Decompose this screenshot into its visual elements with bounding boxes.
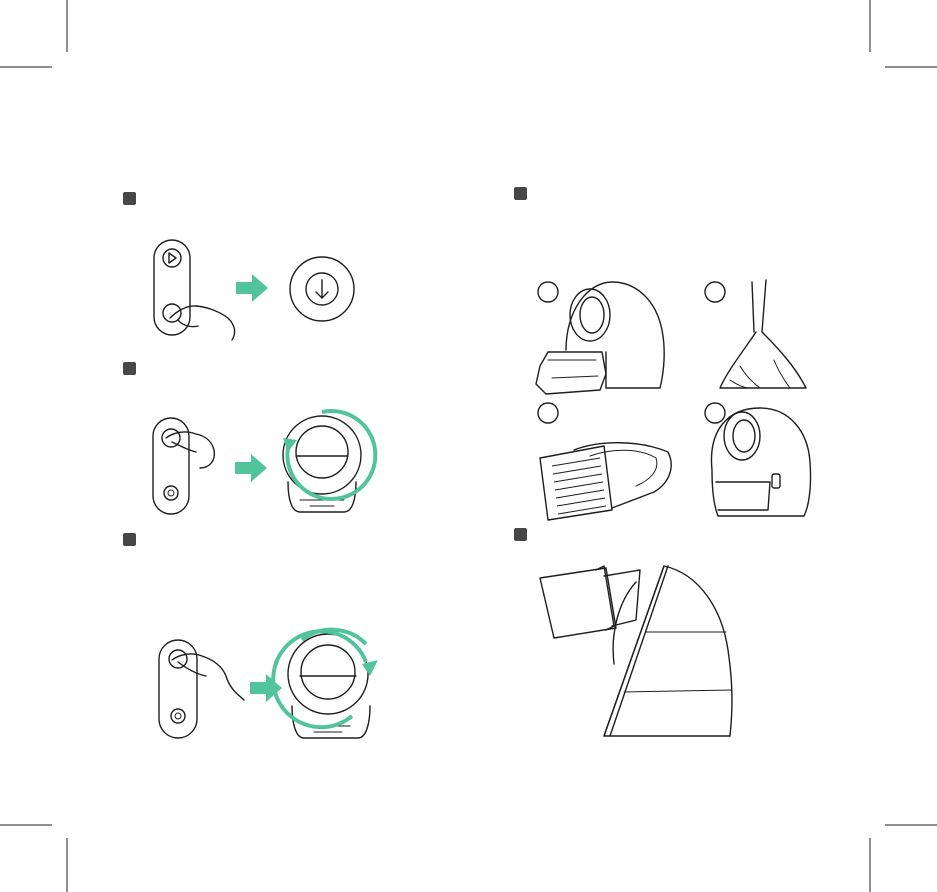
pointing-hand-icon bbox=[170, 306, 235, 340]
step-3-illustration bbox=[159, 630, 378, 738]
step-5-illustration bbox=[540, 566, 732, 736]
arrow-down-circle-icon bbox=[290, 257, 354, 321]
rotation-arrow-head bbox=[283, 438, 297, 452]
sub-step-circle-d bbox=[705, 403, 725, 423]
pointing-hand-icon bbox=[166, 432, 214, 468]
next-arrow bbox=[236, 274, 268, 302]
sub-step-circle-b bbox=[705, 282, 725, 302]
step-1-marker bbox=[123, 192, 136, 205]
litter-box-closed bbox=[711, 408, 810, 516]
step-4-illustration bbox=[536, 280, 811, 520]
gear-icon bbox=[171, 709, 185, 723]
step-2-marker bbox=[123, 362, 136, 375]
play-icon bbox=[163, 249, 181, 267]
next-arrow bbox=[235, 454, 267, 482]
control-panel bbox=[154, 240, 190, 335]
step-1-illustration bbox=[154, 240, 354, 340]
litter-box-side-view bbox=[604, 566, 732, 736]
step-4-marker bbox=[514, 187, 527, 200]
sub-step-circle-a bbox=[538, 282, 558, 302]
step-2-illustration bbox=[153, 411, 375, 514]
waste-bag-icon bbox=[720, 280, 806, 388]
gear-icon bbox=[163, 304, 181, 322]
step-5-marker bbox=[514, 528, 527, 541]
drawer-filter bbox=[540, 443, 671, 520]
rotation-arrow-icon bbox=[287, 411, 375, 499]
gear-icon bbox=[164, 486, 178, 500]
step-3-marker bbox=[123, 533, 136, 546]
pointing-hand-icon bbox=[172, 654, 244, 700]
play-button bbox=[169, 650, 187, 668]
filter-grid bbox=[552, 458, 606, 514]
sub-step-circle-c bbox=[538, 403, 558, 423]
drawer-pulled-out bbox=[540, 566, 640, 638]
